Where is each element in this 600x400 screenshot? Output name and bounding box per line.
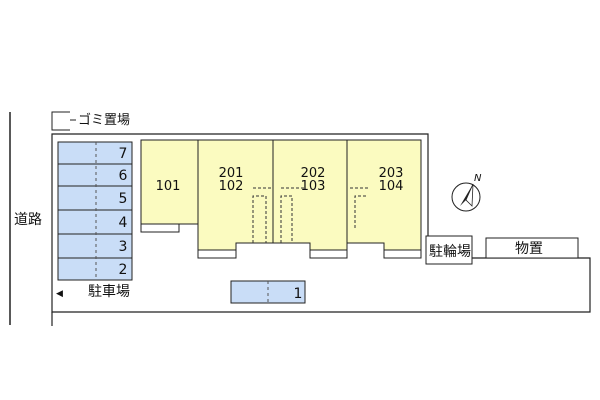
unit-number: 101	[155, 179, 181, 194]
unit-number: 201	[218, 166, 244, 181]
compass-north-label: N	[474, 173, 482, 184]
parking-slot-number: 5	[118, 191, 128, 207]
parking-label: 駐車場	[88, 284, 130, 300]
trash-area-label: ゴミ置場	[78, 113, 131, 128]
unit-number: 103	[300, 179, 326, 194]
parking-slot-4	[57, 209, 133, 235]
storage-shed	[485, 237, 579, 259]
stairs	[252, 187, 369, 243]
parking-slot-number: 1	[293, 286, 303, 302]
unit-201-102	[197, 139, 274, 251]
bicycle-parking	[425, 235, 473, 265]
parking-slot-number: 6	[118, 168, 128, 184]
parking-slot-number: 7	[118, 146, 128, 162]
unit-203-104	[346, 139, 422, 251]
unit-101-porch	[140, 223, 180, 233]
storage-label: 物置	[515, 241, 543, 257]
unit-number: 102	[218, 179, 244, 194]
bicycle-parking-label: 駐輪場	[429, 244, 471, 260]
parking-slot-number: 3	[118, 239, 128, 255]
compass-icon	[451, 182, 481, 212]
unit-202-103	[272, 139, 348, 251]
parking-slots	[57, 141, 133, 281]
parking-slot-number: 2	[118, 262, 128, 278]
unit-number: 203	[378, 166, 404, 181]
parking-slot-number: 4	[118, 215, 128, 231]
unit-number: 202	[300, 166, 326, 181]
trash-enclosure	[51, 111, 70, 131]
entrance-arrow-icon: ◀	[56, 289, 63, 299]
unit-number: 104	[378, 179, 404, 194]
road-label: 道路	[14, 212, 42, 228]
parking-slot-5	[57, 185, 133, 211]
parking-slot-2	[57, 257, 133, 281]
